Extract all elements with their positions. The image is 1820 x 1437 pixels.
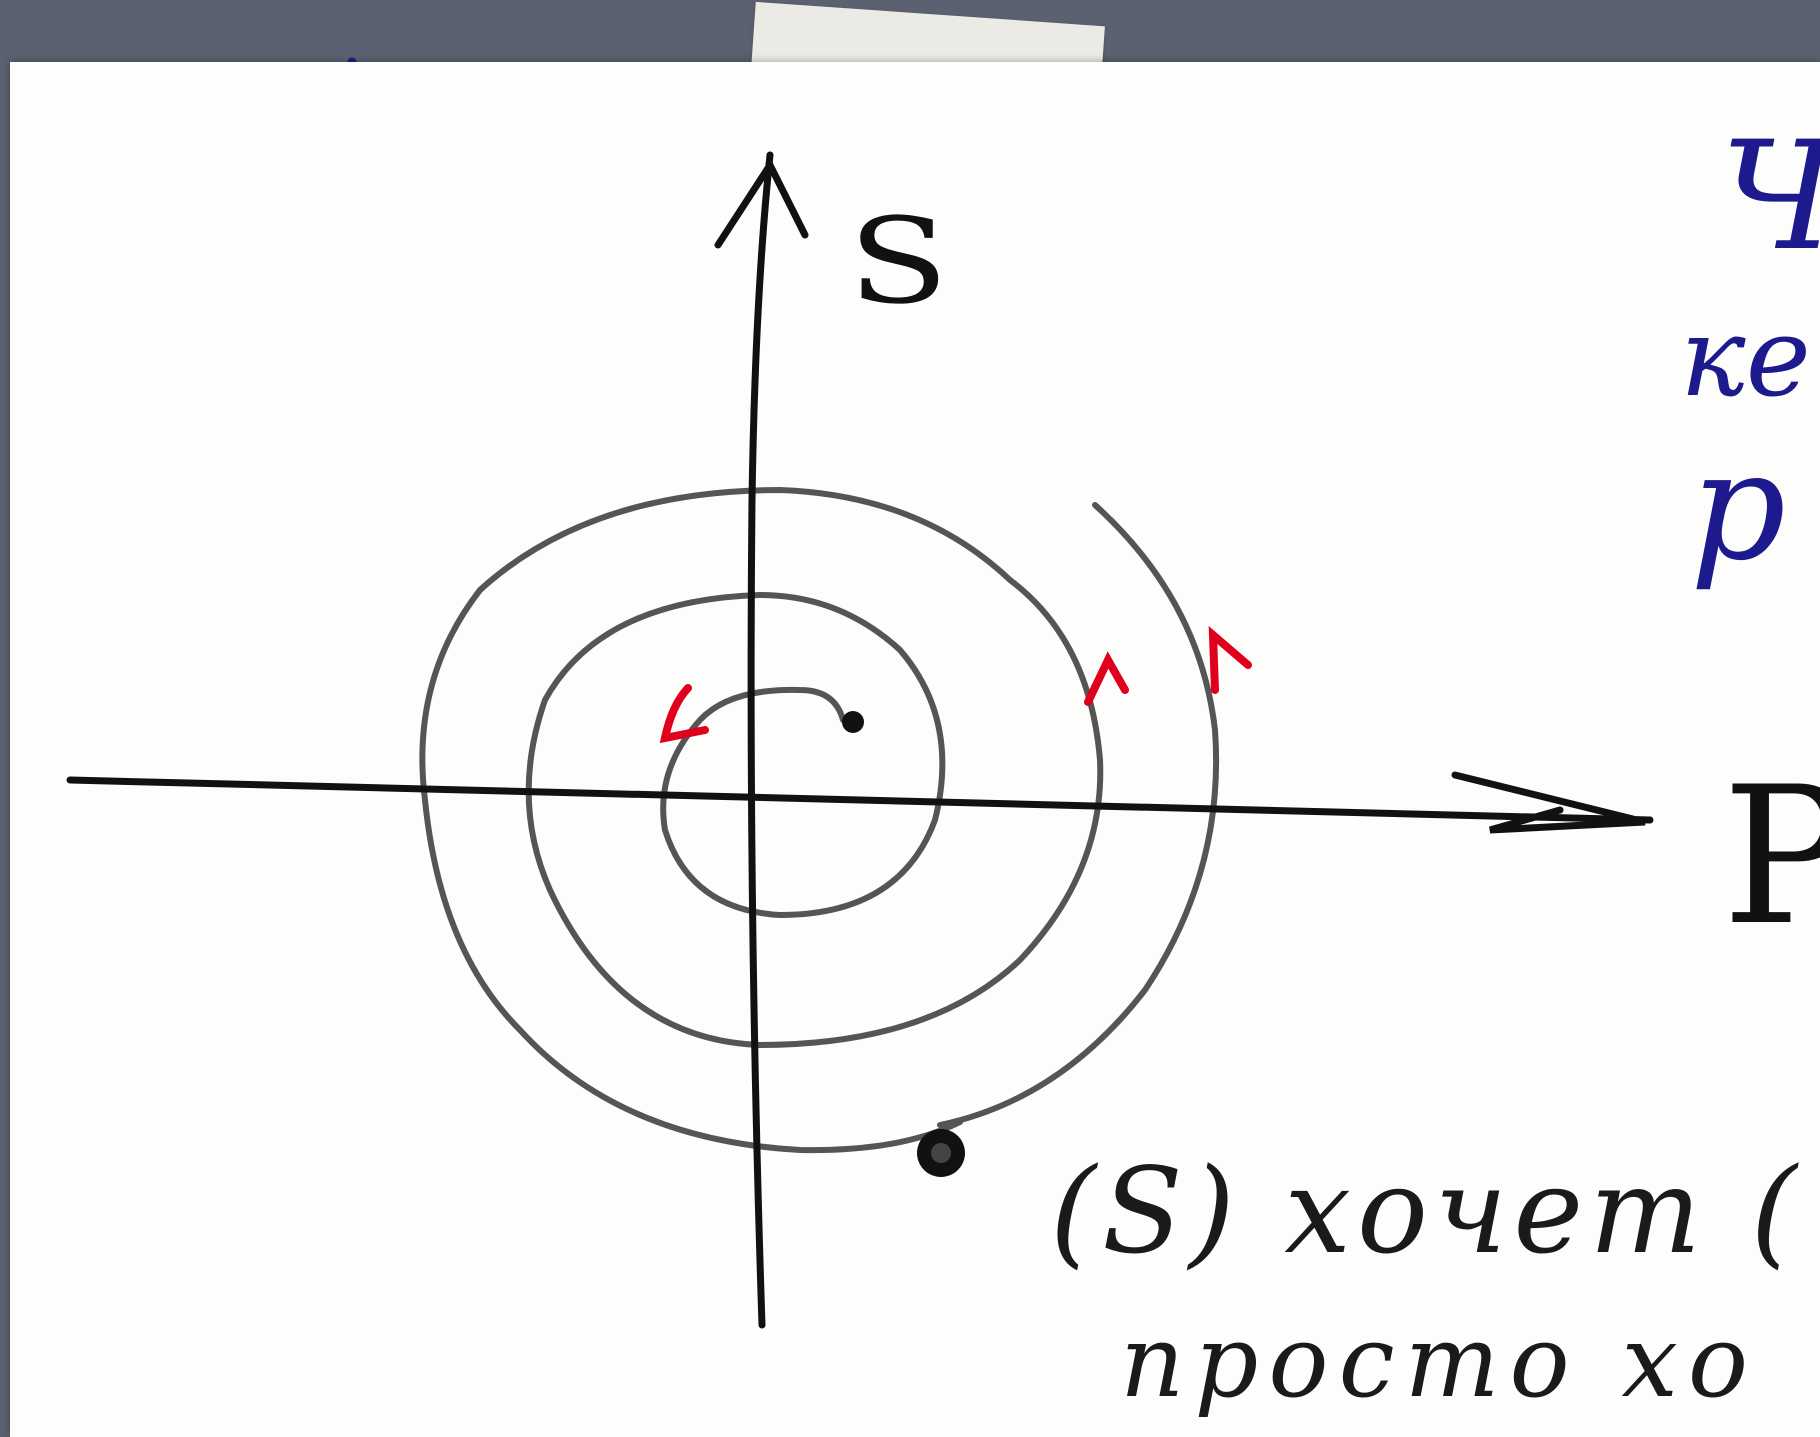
side-note-line-3: р [1690,432,1786,582]
side-note-line-1: Ч [1720,122,1820,272]
p-axis-line [70,780,1650,820]
p-axis-arrowhead [1455,775,1645,830]
paper-sheet: S P Ч ке р (S) хочет ( просто хо [10,62,1820,1437]
start-point-dot-icon [842,711,864,733]
side-note-line-2: ке [1680,302,1811,412]
s-axis-label: S [848,202,949,320]
spiral-curves [422,490,1216,1150]
annotation-line-2: просто хо [1120,1312,1758,1412]
annotation-line-1: (S) хочет ( [1050,1152,1803,1270]
p-axis-label: P [1722,762,1820,952]
